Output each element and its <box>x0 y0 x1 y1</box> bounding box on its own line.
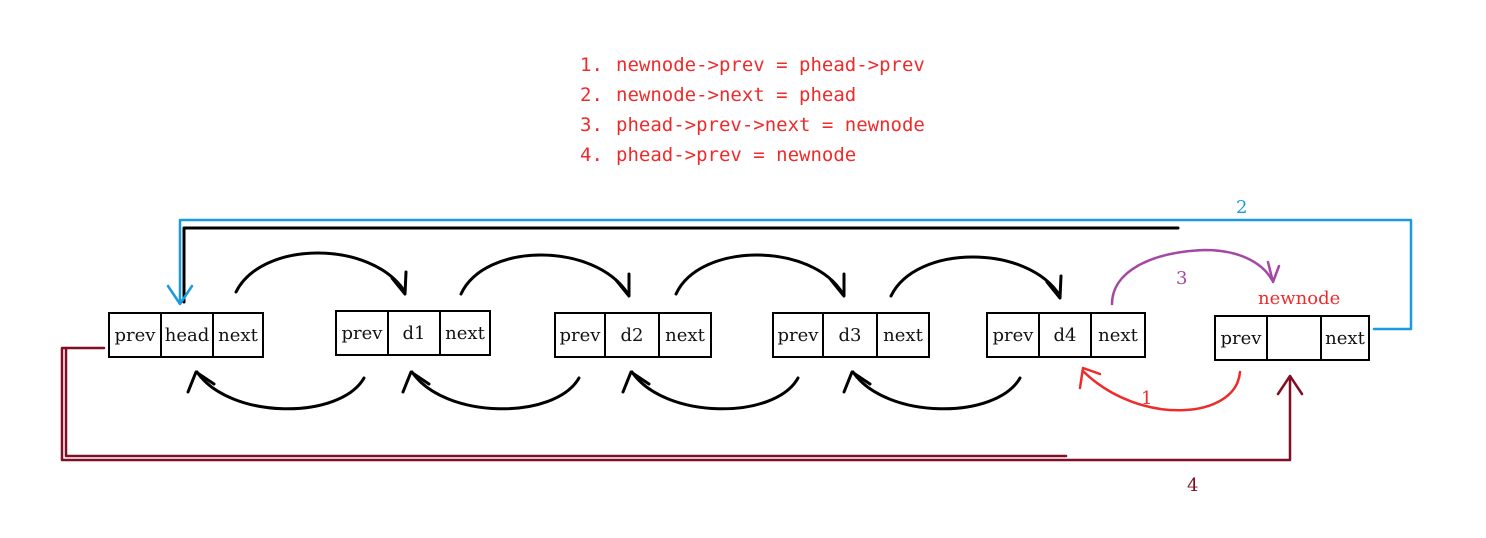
step-number: 1. <box>580 54 603 76</box>
arrow-2-label: 2 <box>1236 197 1248 218</box>
next-field: next <box>218 324 258 346</box>
next-arrow-head-d1-tip <box>390 270 408 296</box>
next-field: next <box>1325 327 1365 349</box>
arrow-1-label: 1 <box>1141 388 1153 409</box>
step-text: newnode->next = phead <box>616 84 857 106</box>
data-field: d3 <box>824 314 878 356</box>
data-field: d1 <box>389 312 441 354</box>
prev-field: prev <box>988 314 1040 356</box>
next-arrow-d2-d3-tip <box>829 272 846 298</box>
node-head: prev head next <box>108 312 264 358</box>
prev-arrow-d1-head-tip <box>186 370 216 394</box>
next-arrow-head-d1 <box>234 251 407 294</box>
old-link-line <box>182 226 1180 304</box>
step-text: phead->prev->next = newnode <box>616 114 925 136</box>
next-arrow-d3-d4-tip <box>1045 274 1063 300</box>
prev-field: prev <box>556 314 606 356</box>
next-field: next <box>665 324 705 346</box>
node-d3: prev d3 next <box>772 312 930 358</box>
arrow-3 <box>1110 248 1281 306</box>
step-item: 4. phead->prev = newnode <box>580 140 925 170</box>
next-arrow-d3-d4 <box>889 255 1062 298</box>
newnode-label: newnode <box>1258 288 1341 309</box>
next-links <box>234 251 1063 300</box>
node-d1: prev d1 next <box>335 310 491 356</box>
next-arrow-d1-d2 <box>459 253 630 296</box>
arrow-1 <box>1078 366 1242 412</box>
next-field: next <box>1098 324 1138 346</box>
data-field: d2 <box>606 314 660 356</box>
prev-arrow-d4-d3 <box>851 370 1022 411</box>
next-field: next <box>445 322 485 344</box>
step-number: 4. <box>580 144 603 166</box>
next-arrow-d2-d3 <box>674 253 845 296</box>
step-list: 1. newnode->prev = phead->prev 2. newnode-… <box>580 50 925 170</box>
node-d4: prev d4 next <box>986 312 1146 358</box>
prev-arrow-d4-d3-tip <box>842 370 872 394</box>
step-item: 3. phead->prev->next = newnode <box>580 110 925 140</box>
step-item: 1. newnode->prev = phead->prev <box>580 50 925 80</box>
data-field <box>1268 317 1322 359</box>
prev-field: prev <box>110 314 162 356</box>
node-newnode: prev next <box>1214 315 1370 361</box>
next-arrow-d1-d2-tip <box>614 272 631 298</box>
prev-arrow-d2-d1 <box>410 370 581 411</box>
step-number: 3. <box>580 114 603 136</box>
arrow-4 <box>60 346 1304 462</box>
prev-field: prev <box>337 312 389 354</box>
prev-arrow-d2-d1-tip <box>401 370 431 394</box>
node-d2: prev d2 next <box>554 312 712 358</box>
step-item: 2. newnode->next = phead <box>580 80 925 110</box>
prev-field: prev <box>774 314 824 356</box>
prev-links <box>186 370 1022 411</box>
step-text: phead->prev = newnode <box>616 144 857 166</box>
arrow-2 <box>166 218 1413 331</box>
step-number: 2. <box>580 84 603 106</box>
data-field: d4 <box>1040 314 1092 356</box>
prev-arrow-d1-head <box>195 370 366 411</box>
prev-arrow-d3-d2 <box>630 370 800 411</box>
next-field: next <box>883 324 923 346</box>
arrow-4-label: 4 <box>1187 475 1199 496</box>
prev-field: prev <box>1216 317 1268 359</box>
data-field: head <box>162 314 214 356</box>
prev-arrow-d3-d2-tip <box>621 370 651 394</box>
step-text: newnode->prev = phead->prev <box>616 54 925 76</box>
arrow-3-label: 3 <box>1176 268 1188 289</box>
